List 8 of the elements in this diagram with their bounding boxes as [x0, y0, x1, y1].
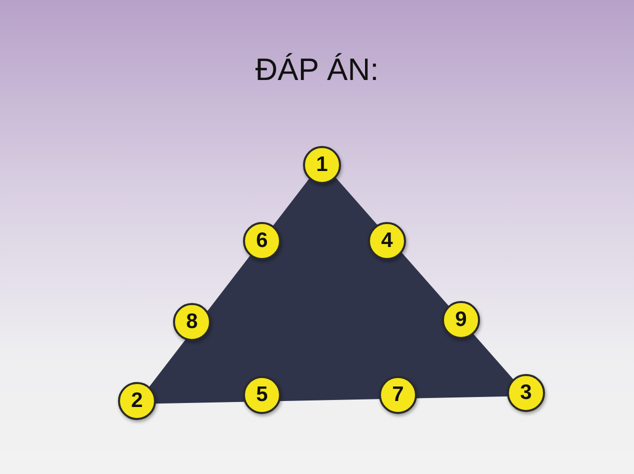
number-circle: 9: [442, 301, 480, 339]
number-circle: 6: [243, 222, 281, 260]
number-circle: 7: [379, 376, 417, 414]
number-circle: 3: [507, 374, 545, 412]
title: ĐÁP ÁN:: [255, 52, 379, 88]
number-circle: 1: [303, 146, 341, 184]
number-circle: 8: [173, 303, 211, 341]
number-circle: 2: [118, 382, 156, 420]
